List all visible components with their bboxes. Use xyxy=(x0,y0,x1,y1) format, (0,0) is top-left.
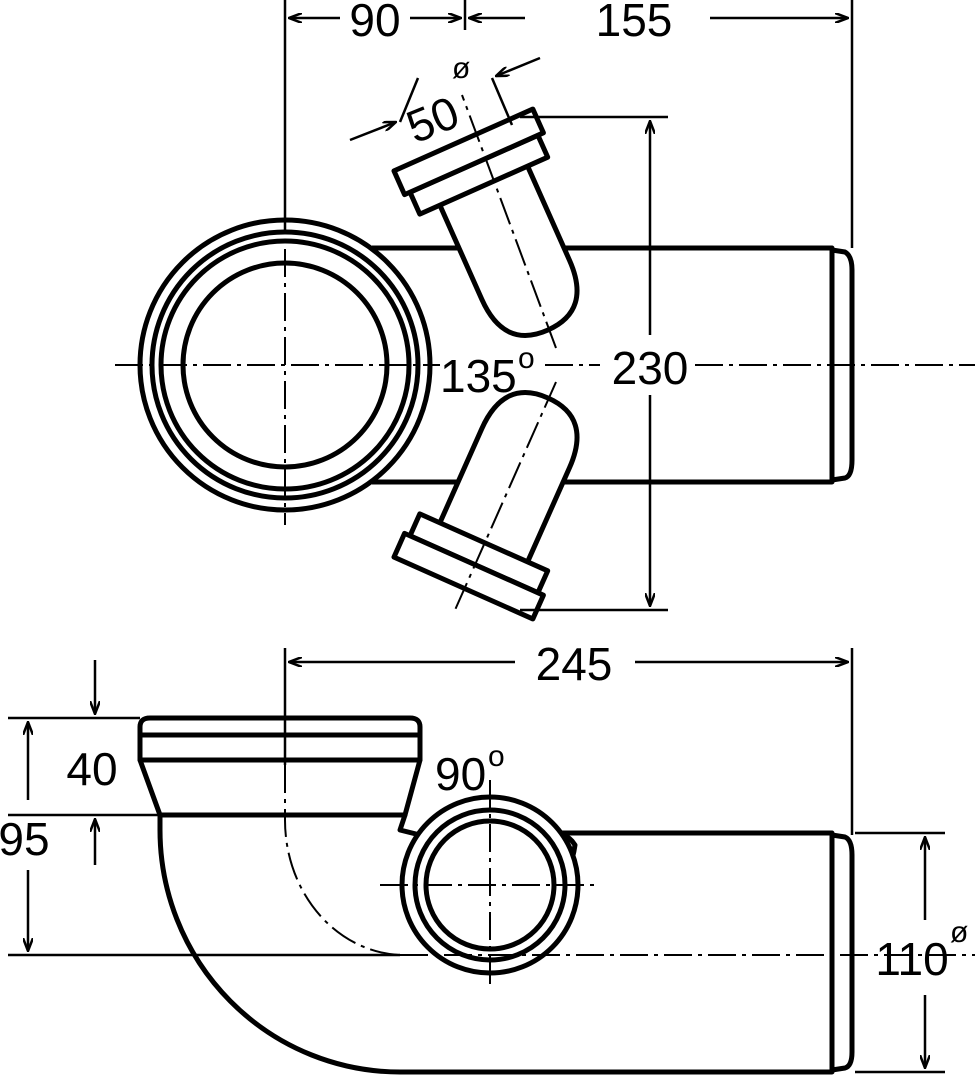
branch-axis-lower xyxy=(454,381,557,611)
dim-155: 155 xyxy=(596,0,673,46)
dim-245: 245 xyxy=(536,638,613,690)
socket-rim xyxy=(137,715,423,763)
dim-135: 135 xyxy=(440,350,517,402)
socket xyxy=(137,757,423,818)
top-view: 90 155 50 ø 135 o 230 xyxy=(115,0,975,622)
dim-90-degree: 90 xyxy=(435,748,486,800)
elbow-center-line xyxy=(283,765,401,956)
branch-axis-upper xyxy=(461,94,557,349)
dim-90: 90 xyxy=(349,0,400,46)
side-view: 245 40 95 90 o 110 ø xyxy=(0,638,975,1075)
dim-110: 110 xyxy=(875,933,948,985)
lower-branch xyxy=(391,390,580,622)
pipe-spigot-end xyxy=(829,832,855,1073)
dim-95: 95 xyxy=(0,813,50,865)
diameter-symbol: ø xyxy=(950,916,968,949)
degree-symbol: o xyxy=(518,342,535,375)
dim-230: 230 xyxy=(612,342,689,394)
degree-symbol: o xyxy=(488,740,505,773)
dim-40: 40 xyxy=(66,743,117,795)
upper-branch xyxy=(391,106,580,338)
diameter-symbol: ø xyxy=(452,52,470,85)
